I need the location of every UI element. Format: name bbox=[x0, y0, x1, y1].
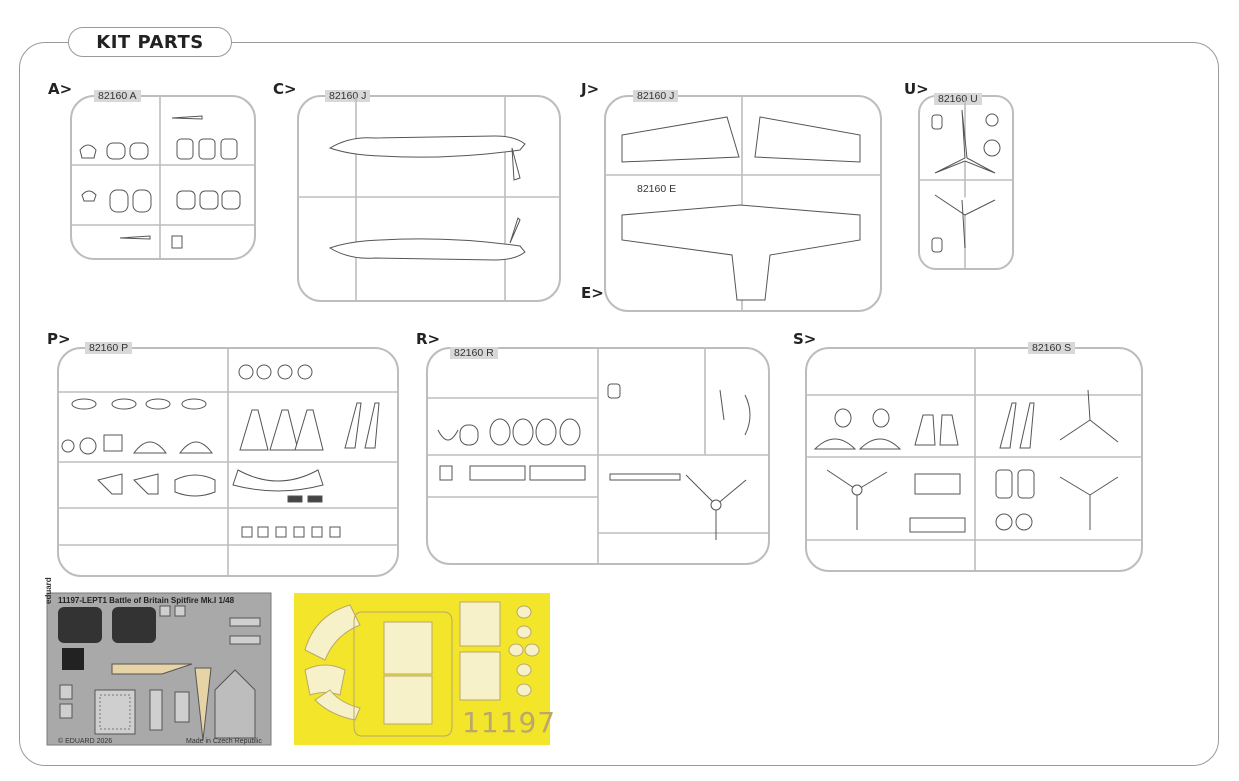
sprue-s bbox=[805, 347, 1143, 572]
sprue-u-code: 82160 U bbox=[934, 93, 982, 105]
sprue-r-code: 82160 R bbox=[450, 347, 498, 359]
sprue-c bbox=[297, 95, 561, 302]
sprue-e-code: 82160 E bbox=[633, 183, 681, 195]
photo-etch-origin: Made in Czech Republic bbox=[186, 738, 262, 745]
sprue-r-label: R> bbox=[416, 330, 441, 348]
photo-etch-sheet bbox=[46, 592, 272, 746]
sprue-c-code: 82160 J bbox=[325, 90, 371, 102]
sprue-p-code: 82160 P bbox=[85, 342, 133, 354]
sprue-a bbox=[70, 95, 256, 260]
photo-etch-copyright: © EDUARD 2026 bbox=[58, 738, 113, 745]
page-title: KIT PARTS bbox=[68, 27, 232, 57]
sprue-s-code: 82160 S bbox=[1028, 342, 1076, 354]
sprue-c-label: C> bbox=[273, 80, 297, 98]
sprue-a-code: 82160 A bbox=[94, 90, 141, 102]
kit-parts-frame bbox=[19, 42, 1219, 766]
mask-sheet bbox=[294, 593, 550, 745]
sprue-p-label: P> bbox=[47, 330, 71, 348]
sprue-u-label: U> bbox=[904, 80, 929, 98]
sprue-s-label: S> bbox=[793, 330, 817, 348]
sprue-e-label: E> bbox=[581, 284, 604, 302]
photo-etch-brand: eduard bbox=[44, 577, 53, 604]
sprue-a-label: A> bbox=[48, 80, 73, 98]
photo-etch-title: 11197-LEPT1 Battle of Britain Spitfire M… bbox=[58, 596, 235, 605]
sprue-j-code: 82160 J bbox=[633, 90, 679, 102]
mask-code: 11197 bbox=[462, 706, 557, 739]
sprue-j-label: J> bbox=[581, 80, 600, 98]
